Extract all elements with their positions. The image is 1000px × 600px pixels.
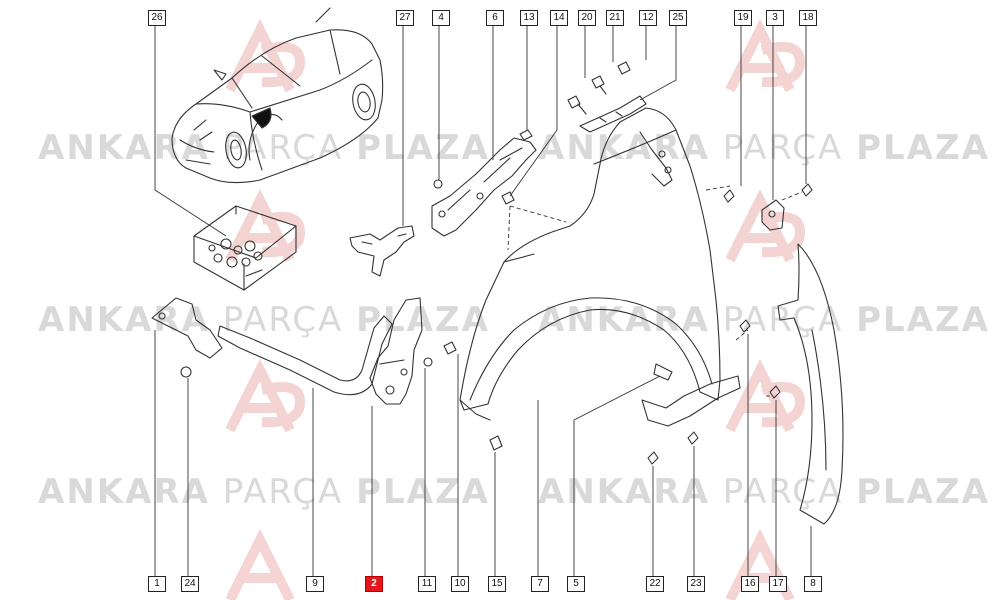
- callout-27[interactable]: 27: [396, 10, 414, 26]
- callout-23[interactable]: 23: [687, 576, 705, 592]
- callout-10[interactable]: 10: [451, 576, 469, 592]
- bolt-16: [739, 319, 751, 333]
- callout-25[interactable]: 25: [669, 10, 687, 26]
- callout-22[interactable]: 22: [646, 576, 664, 592]
- callout-7[interactable]: 7: [531, 576, 549, 592]
- bolt-22: [647, 451, 659, 465]
- clip-19: [723, 189, 735, 203]
- watermark-text: ANKARA PARÇA PLAZA: [538, 472, 990, 512]
- clip-20: [567, 95, 587, 115]
- callout-4[interactable]: 4: [432, 10, 450, 26]
- callout-18[interactable]: 18: [799, 10, 817, 26]
- clip-14: [501, 191, 515, 205]
- watermark-text: ANKARA PARÇA PLAZA: [38, 300, 490, 340]
- bracket-3: [761, 199, 785, 231]
- callout-6[interactable]: 6: [486, 10, 504, 26]
- callout-5[interactable]: 5: [567, 576, 585, 592]
- clip-box: [193, 205, 297, 291]
- watermark-text: ANKARA PARÇA PLAZA: [538, 300, 990, 340]
- clip-4: [433, 179, 443, 189]
- callout-21[interactable]: 21: [606, 10, 624, 26]
- clip-11: [423, 357, 433, 367]
- clip-21: [591, 75, 607, 95]
- callout-26[interactable]: 26: [148, 10, 166, 26]
- callout-1[interactable]: 1: [148, 576, 166, 592]
- bracket-27: [349, 225, 415, 277]
- bracket-5: [641, 363, 741, 427]
- callout-14[interactable]: 14: [550, 10, 568, 26]
- seal-9: [217, 315, 393, 396]
- callout-8[interactable]: 8: [804, 576, 822, 592]
- fender-7: [459, 107, 721, 421]
- watermark-text: ANKARA PARÇA PLAZA: [38, 128, 490, 168]
- callout-15[interactable]: 15: [488, 576, 506, 592]
- callout-11[interactable]: 11: [418, 576, 436, 592]
- callout-13[interactable]: 13: [520, 10, 538, 26]
- bolt-23: [687, 431, 699, 445]
- callout-12[interactable]: 12: [639, 10, 657, 26]
- strip-25: [579, 95, 647, 133]
- mudflap-8: [777, 243, 844, 525]
- callout-3[interactable]: 3: [766, 10, 784, 26]
- callout-24[interactable]: 24: [181, 576, 199, 592]
- callout-17[interactable]: 17: [769, 576, 787, 592]
- clip-10: [443, 341, 457, 355]
- bolt-17: [769, 385, 781, 399]
- callout-19[interactable]: 19: [734, 10, 752, 26]
- bracket-1: [151, 297, 223, 359]
- car-illustration: [171, 7, 384, 184]
- clip-24: [180, 366, 192, 378]
- callout-2[interactable]: 2: [365, 576, 383, 592]
- bracket-6: [431, 137, 537, 237]
- callout-16[interactable]: 16: [741, 576, 759, 592]
- clip-15: [489, 435, 503, 451]
- watermark-text: ANKARA PARÇA PLAZA: [538, 128, 990, 168]
- watermark-text: ANKARA PARÇA PLAZA: [38, 472, 490, 512]
- clip-13: [519, 129, 533, 141]
- callout-9[interactable]: 9: [306, 576, 324, 592]
- clip-12: [617, 61, 631, 75]
- bracket-2: [369, 297, 423, 405]
- clip-18: [801, 183, 813, 197]
- callout-20[interactable]: 20: [578, 10, 596, 26]
